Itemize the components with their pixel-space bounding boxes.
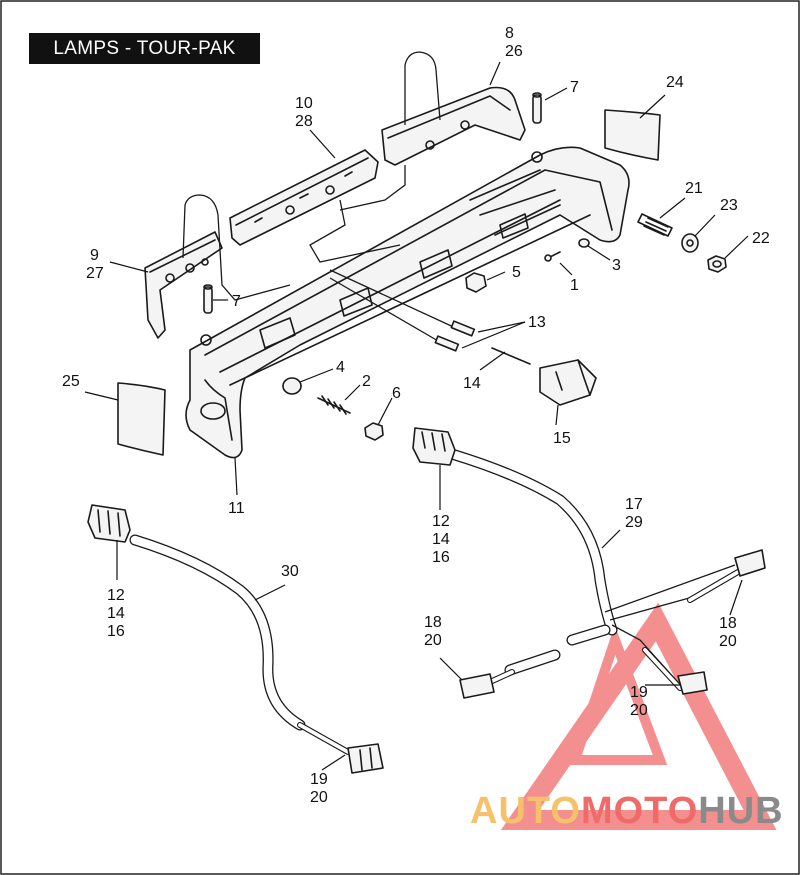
lamp-middle [229, 149, 401, 263]
callout-21: 21 [685, 180, 703, 197]
callout-5: 5 [512, 264, 521, 281]
lamp-right [339, 51, 526, 211]
watermark-logo [500, 602, 777, 830]
callout-14-left: 14 [107, 605, 125, 622]
watermark-part-auto: AUTO [470, 790, 581, 832]
washer-3 [578, 238, 590, 248]
callout-15: 15 [553, 430, 571, 447]
callout-16-left: 16 [107, 623, 125, 640]
callout-18-left: 18 [424, 614, 442, 631]
callout-12-left: 12 [107, 587, 125, 604]
callout-29: 29 [625, 514, 643, 531]
stud-2 [317, 395, 351, 415]
callout-24: 24 [666, 74, 684, 91]
callout-20-bottom: 20 [310, 789, 328, 806]
callout-6: 6 [392, 385, 401, 402]
callout-19-left: 19 [310, 771, 328, 788]
callout-7-lower: 7 [232, 293, 241, 310]
callout-22: 22 [752, 230, 770, 247]
lamp-bracket [185, 146, 630, 459]
callout-28: 28 [295, 113, 313, 130]
callout-8: 8 [505, 25, 514, 42]
callout-16-right: 16 [432, 549, 450, 566]
callout-2: 2 [362, 373, 371, 390]
callout-19-right: 19 [630, 684, 648, 701]
callout-9: 9 [90, 247, 99, 264]
nut-6 [364, 422, 384, 441]
watermark-part-moto: MOTO [580, 790, 699, 832]
washer-23 [681, 233, 699, 253]
callout-3: 3 [612, 257, 621, 274]
leader-lines [84, 61, 749, 771]
callout-23: 23 [720, 197, 738, 214]
callout-27: 27 [86, 265, 104, 282]
lens-25 [117, 382, 166, 456]
callout-20-right: 20 [719, 633, 737, 650]
callout-20-left: 20 [424, 632, 442, 649]
pin-7-upper [532, 92, 542, 124]
harness-17 [412, 427, 766, 699]
callout-14-right: 14 [432, 531, 450, 548]
stud-21 [637, 213, 673, 237]
connector-15 [539, 359, 597, 406]
harness-30 [87, 504, 384, 774]
nut-22 [707, 255, 727, 273]
callout-18-right: 18 [719, 615, 737, 632]
callout-labels: 8 26 7 10 28 24 21 23 22 9 27 7 5 3 1 13… [62, 25, 770, 806]
callout-14-pin: 14 [463, 375, 481, 392]
callout-4: 4 [336, 359, 345, 376]
lamp-left [144, 194, 291, 339]
diagram-title: LAMPS - TOUR-PAK [29, 33, 260, 64]
lens-24 [604, 109, 661, 161]
callout-11: 11 [228, 500, 245, 517]
callout-10: 10 [295, 95, 313, 112]
watermark-part-hub: HUB [698, 790, 784, 832]
callout-26: 26 [505, 43, 523, 60]
nut-5 [465, 272, 487, 293]
callout-12-right: 12 [432, 513, 450, 530]
screw-1 [544, 251, 561, 262]
callout-17: 17 [625, 496, 643, 513]
watermark-text: AUTOMOTOHUB [470, 790, 784, 833]
callout-30: 30 [281, 563, 299, 580]
washer-4 [282, 377, 302, 395]
callout-20-mid: 20 [630, 702, 648, 719]
callout-13: 13 [528, 314, 546, 331]
wire-terminals-13 [329, 269, 476, 352]
callout-7-upper: 7 [570, 79, 579, 96]
callout-1: 1 [570, 277, 579, 294]
callout-25: 25 [62, 373, 80, 390]
pin-7-lower [203, 284, 213, 314]
terminal-pin-14 [491, 347, 531, 365]
